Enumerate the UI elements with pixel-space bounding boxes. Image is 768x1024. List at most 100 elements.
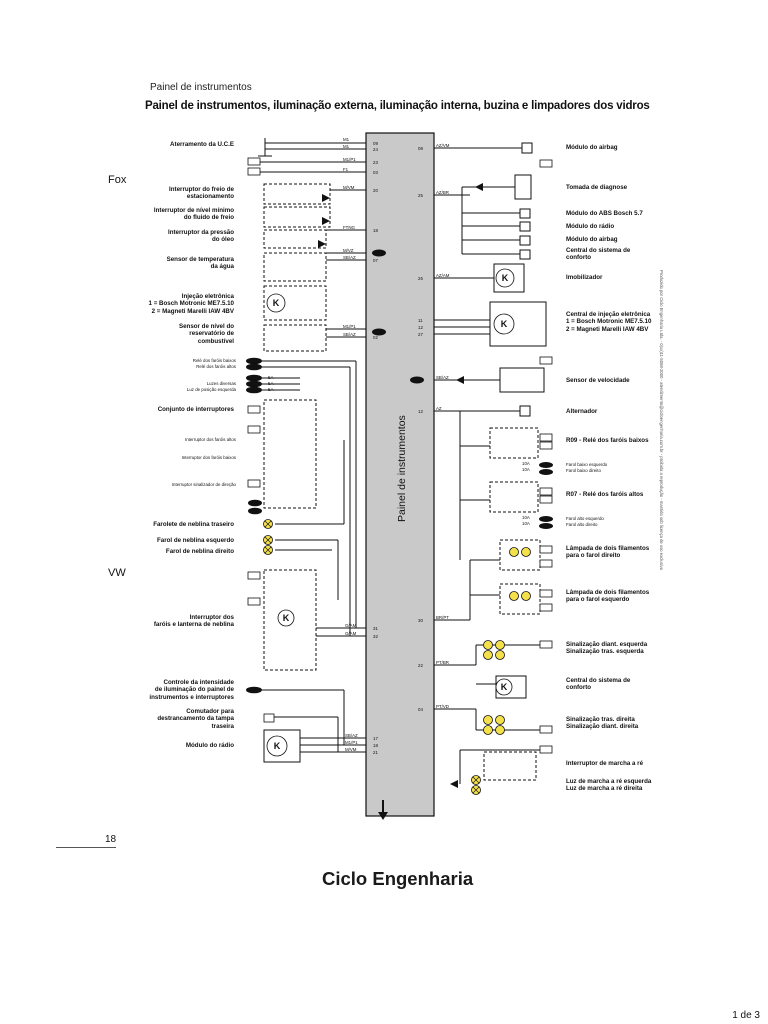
page-title: Painel de instrumentos, iluminação exter… (145, 100, 650, 112)
pin-number: 24 (373, 147, 378, 152)
fuse-label: 10A (522, 521, 530, 526)
svg-text:K: K (501, 682, 508, 692)
label-high-right: Farol alto direito (566, 522, 598, 527)
pin-number: 31 (373, 626, 378, 631)
pin-label: PT/BR (436, 660, 449, 665)
footer-rule (56, 847, 116, 848)
label-switch-low: Interruptor dos faróis baixos (181, 455, 236, 460)
label-turn-left: Sinalização diant. esquerda Sinalização … (566, 641, 648, 656)
label-reverse-switch: Interruptor de marcha a ré (566, 760, 644, 767)
pin-number: 32 (373, 634, 378, 639)
label-ground: Aterramento da U.C.E (170, 141, 234, 148)
svg-text:K: K (502, 273, 509, 283)
pin-number: 08 (418, 146, 423, 151)
svg-text:K: K (283, 613, 290, 623)
pin-number: 18 (373, 228, 378, 233)
fuse-label: 5A (268, 381, 274, 386)
label-headlight-switch: Interruptor dos faróis e lanterna de neb… (153, 614, 234, 629)
pin-number: 12 (418, 325, 423, 330)
fuse-label: 10A (522, 467, 530, 472)
pin-label: M1/P1 (343, 324, 356, 329)
pin-number: 12 (418, 409, 423, 414)
arrow-right-icon (318, 240, 326, 248)
label-fog-left: Farol de neblina esquerdo (156, 537, 234, 544)
pin-label: G/AM (345, 623, 357, 628)
arrow-down-icon (378, 812, 388, 820)
label-parking-brake: Interruptor do freio de estacionamento (169, 186, 234, 201)
brand-vw: VW (108, 567, 126, 579)
pin-number: 11 (418, 318, 423, 323)
pin-number: 18 (373, 743, 378, 748)
pin-number: 26 (418, 276, 423, 281)
label-reverse-lights: Luz de marcha a ré esquerda Luz de march… (566, 778, 652, 793)
pin-label: BR/PT (436, 615, 449, 620)
arrow-right-icon (322, 217, 330, 225)
label-dimmer: Controle da intensidade de iluminação do… (149, 679, 234, 701)
label-diagnostic-socket: Tomada de diagnose (566, 184, 628, 191)
pin-label: M1/P1 (345, 740, 358, 745)
fuse-label: 10A (522, 515, 530, 520)
pin-label: AZ (436, 406, 442, 411)
label-abs-module: Módulo do ABS Bosch 5.7 (566, 210, 643, 217)
label-radio: Módulo do rádio (185, 742, 234, 749)
panel-label: Painel de instrumentos (396, 415, 408, 522)
pin-number: 02 (373, 335, 378, 340)
arrow-left-icon (450, 780, 458, 788)
label-alternator: Alternador (566, 408, 598, 415)
pin-label: PT/VD (436, 704, 449, 709)
pin-number: 22 (418, 663, 423, 668)
pin-label: FTNG (343, 225, 355, 230)
label-lamp-right: Lâmpada de dois filamentos para o farol … (566, 545, 650, 560)
pin-number: 04 (418, 707, 423, 712)
label-comfort-central: Central do sistema de conforto (566, 247, 631, 262)
arrow-left-icon (456, 376, 464, 384)
label-rear-fog: Farolete de neblina traseiro (153, 521, 234, 528)
pin-label: M/VZ (343, 248, 354, 253)
pin-number: 25 (418, 193, 423, 198)
instrument-panel-block (365, 132, 435, 817)
label-injection: Injeção eletrônica 1 = Bosch Motronic ME… (148, 293, 234, 315)
label-brake-fluid: Interruptor de nível mínimo do fluido de… (153, 207, 234, 222)
footer-brand: Ciclo Engenharia (322, 868, 474, 889)
label-relay-high: Relé dos faróis altos (196, 364, 236, 369)
pin-label: SB/AZ (343, 332, 356, 337)
footer-page-number: 18 (105, 834, 117, 845)
pin-label: AZ/AM (436, 273, 450, 278)
pin-number: 23 (373, 160, 378, 165)
pin-number: 20 (373, 188, 378, 193)
pin-label: G/AM (345, 631, 357, 636)
label-turn-right: Sinalização tras. direita Sinalização di… (566, 716, 639, 731)
pin-label: AZ/VM (436, 143, 450, 148)
pin-label: AZ/BR (436, 190, 449, 195)
label-position-left: Luz de posição esquerda (186, 387, 236, 392)
svg-text:K: K (501, 319, 508, 329)
label-low-right: Farol baixo direito (566, 468, 601, 473)
label-low-left: Farol baixo esquerdo (566, 462, 608, 467)
brand-fox: Fox (108, 174, 127, 186)
label-radio-module: Módulo do rádio (566, 223, 615, 230)
label-misc-lights: Luzes diversas (206, 381, 236, 386)
pin-label: SB/AZ (436, 375, 449, 380)
section-title: Painel de instrumentos (150, 82, 252, 93)
label-relay-r09: R09 - Relé dos faróis baixos (566, 437, 649, 444)
arrow-left-icon (475, 183, 483, 191)
label-high-left: Farol alto esquerdo (566, 516, 604, 521)
label-lamp-left: Lâmpada de dois filamentos para o farol … (566, 589, 650, 604)
label-water-temp: Sensor de temperatura da água (166, 256, 234, 271)
pin-label: M1 (343, 137, 350, 142)
pager: 1 de 3 (732, 1010, 760, 1021)
label-switch-set: Conjunto de interruptores (157, 406, 234, 413)
pin-number: 21 (373, 750, 378, 755)
label-relay-r07: R07 - Relé dos faróis altos (566, 491, 644, 498)
label-airbag-module: Módulo do airbag (566, 144, 618, 151)
pin-number: 27 (418, 332, 423, 337)
fuse-label: 10A (522, 461, 530, 466)
label-relay-low: Relé dos faróis baixos (192, 358, 236, 363)
label-fog-right: Farol de neblina direito (165, 548, 234, 555)
pin-number: 03 (373, 170, 378, 175)
pin-label: SB/AZ (343, 255, 356, 260)
svg-text:K: K (274, 741, 281, 751)
pin-number: 17 (373, 736, 378, 741)
label-fuel-level: Sensor de nível do reservatório de combu… (178, 323, 234, 345)
